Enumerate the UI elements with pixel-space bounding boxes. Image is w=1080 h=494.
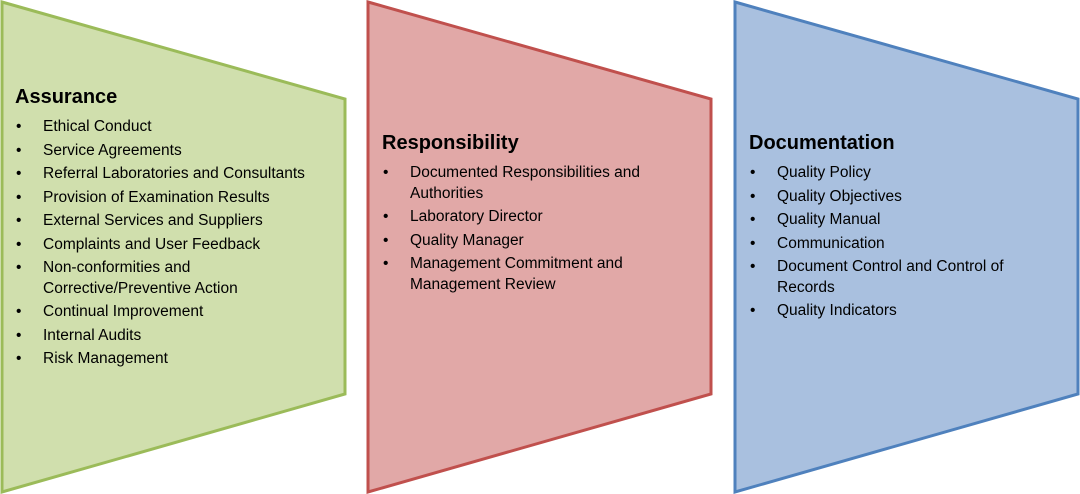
item-list: Quality Policy Quality Objectives Qualit…	[749, 163, 1069, 322]
panel-title: Assurance	[15, 86, 118, 108]
documentation-panel: Documentation Quality Policy Quality Obj…	[749, 132, 1069, 325]
list-item: Communication	[749, 234, 1069, 255]
item-list: Ethical Conduct Service Agreements Refer…	[15, 117, 335, 370]
list-item: External Services and Suppliers	[15, 211, 335, 232]
list-item: Quality Objectives	[749, 187, 1069, 208]
list-item: Document Control and Control of Records	[749, 257, 1047, 298]
list-item: Non-conformities and Corrective/Preventi…	[15, 258, 243, 299]
list-item: Quality Policy	[749, 163, 1069, 184]
list-item: Quality Indicators	[749, 301, 1069, 322]
list-item: Internal Audits	[15, 326, 335, 347]
responsibility-panel: Responsibility Documented Responsibiliti…	[382, 132, 702, 298]
list-item: Provision of Examination Results	[15, 188, 335, 209]
item-list: Documented Responsibilities and Authorit…	[382, 163, 702, 295]
list-item: Risk Management	[15, 349, 335, 370]
list-item: Service Agreements	[15, 141, 335, 162]
list-item: Quality Manual	[749, 210, 1069, 231]
list-item: Management Commitment and Management Rev…	[382, 254, 660, 295]
panel-title: Responsibility	[382, 132, 519, 154]
panel-title: Documentation	[749, 132, 895, 154]
list-item: Documented Responsibilities and Authorit…	[382, 163, 680, 204]
list-item: Referral Laboratories and Consultants	[15, 164, 335, 185]
list-item: Complaints and User Feedback	[15, 235, 335, 256]
list-item: Laboratory Director	[382, 207, 702, 228]
list-item: Ethical Conduct	[15, 117, 335, 138]
assurance-panel: Assurance Ethical Conduct Service Agreem…	[15, 86, 335, 373]
list-item: Continual Improvement	[15, 302, 335, 323]
list-item: Quality Manager	[382, 231, 702, 252]
